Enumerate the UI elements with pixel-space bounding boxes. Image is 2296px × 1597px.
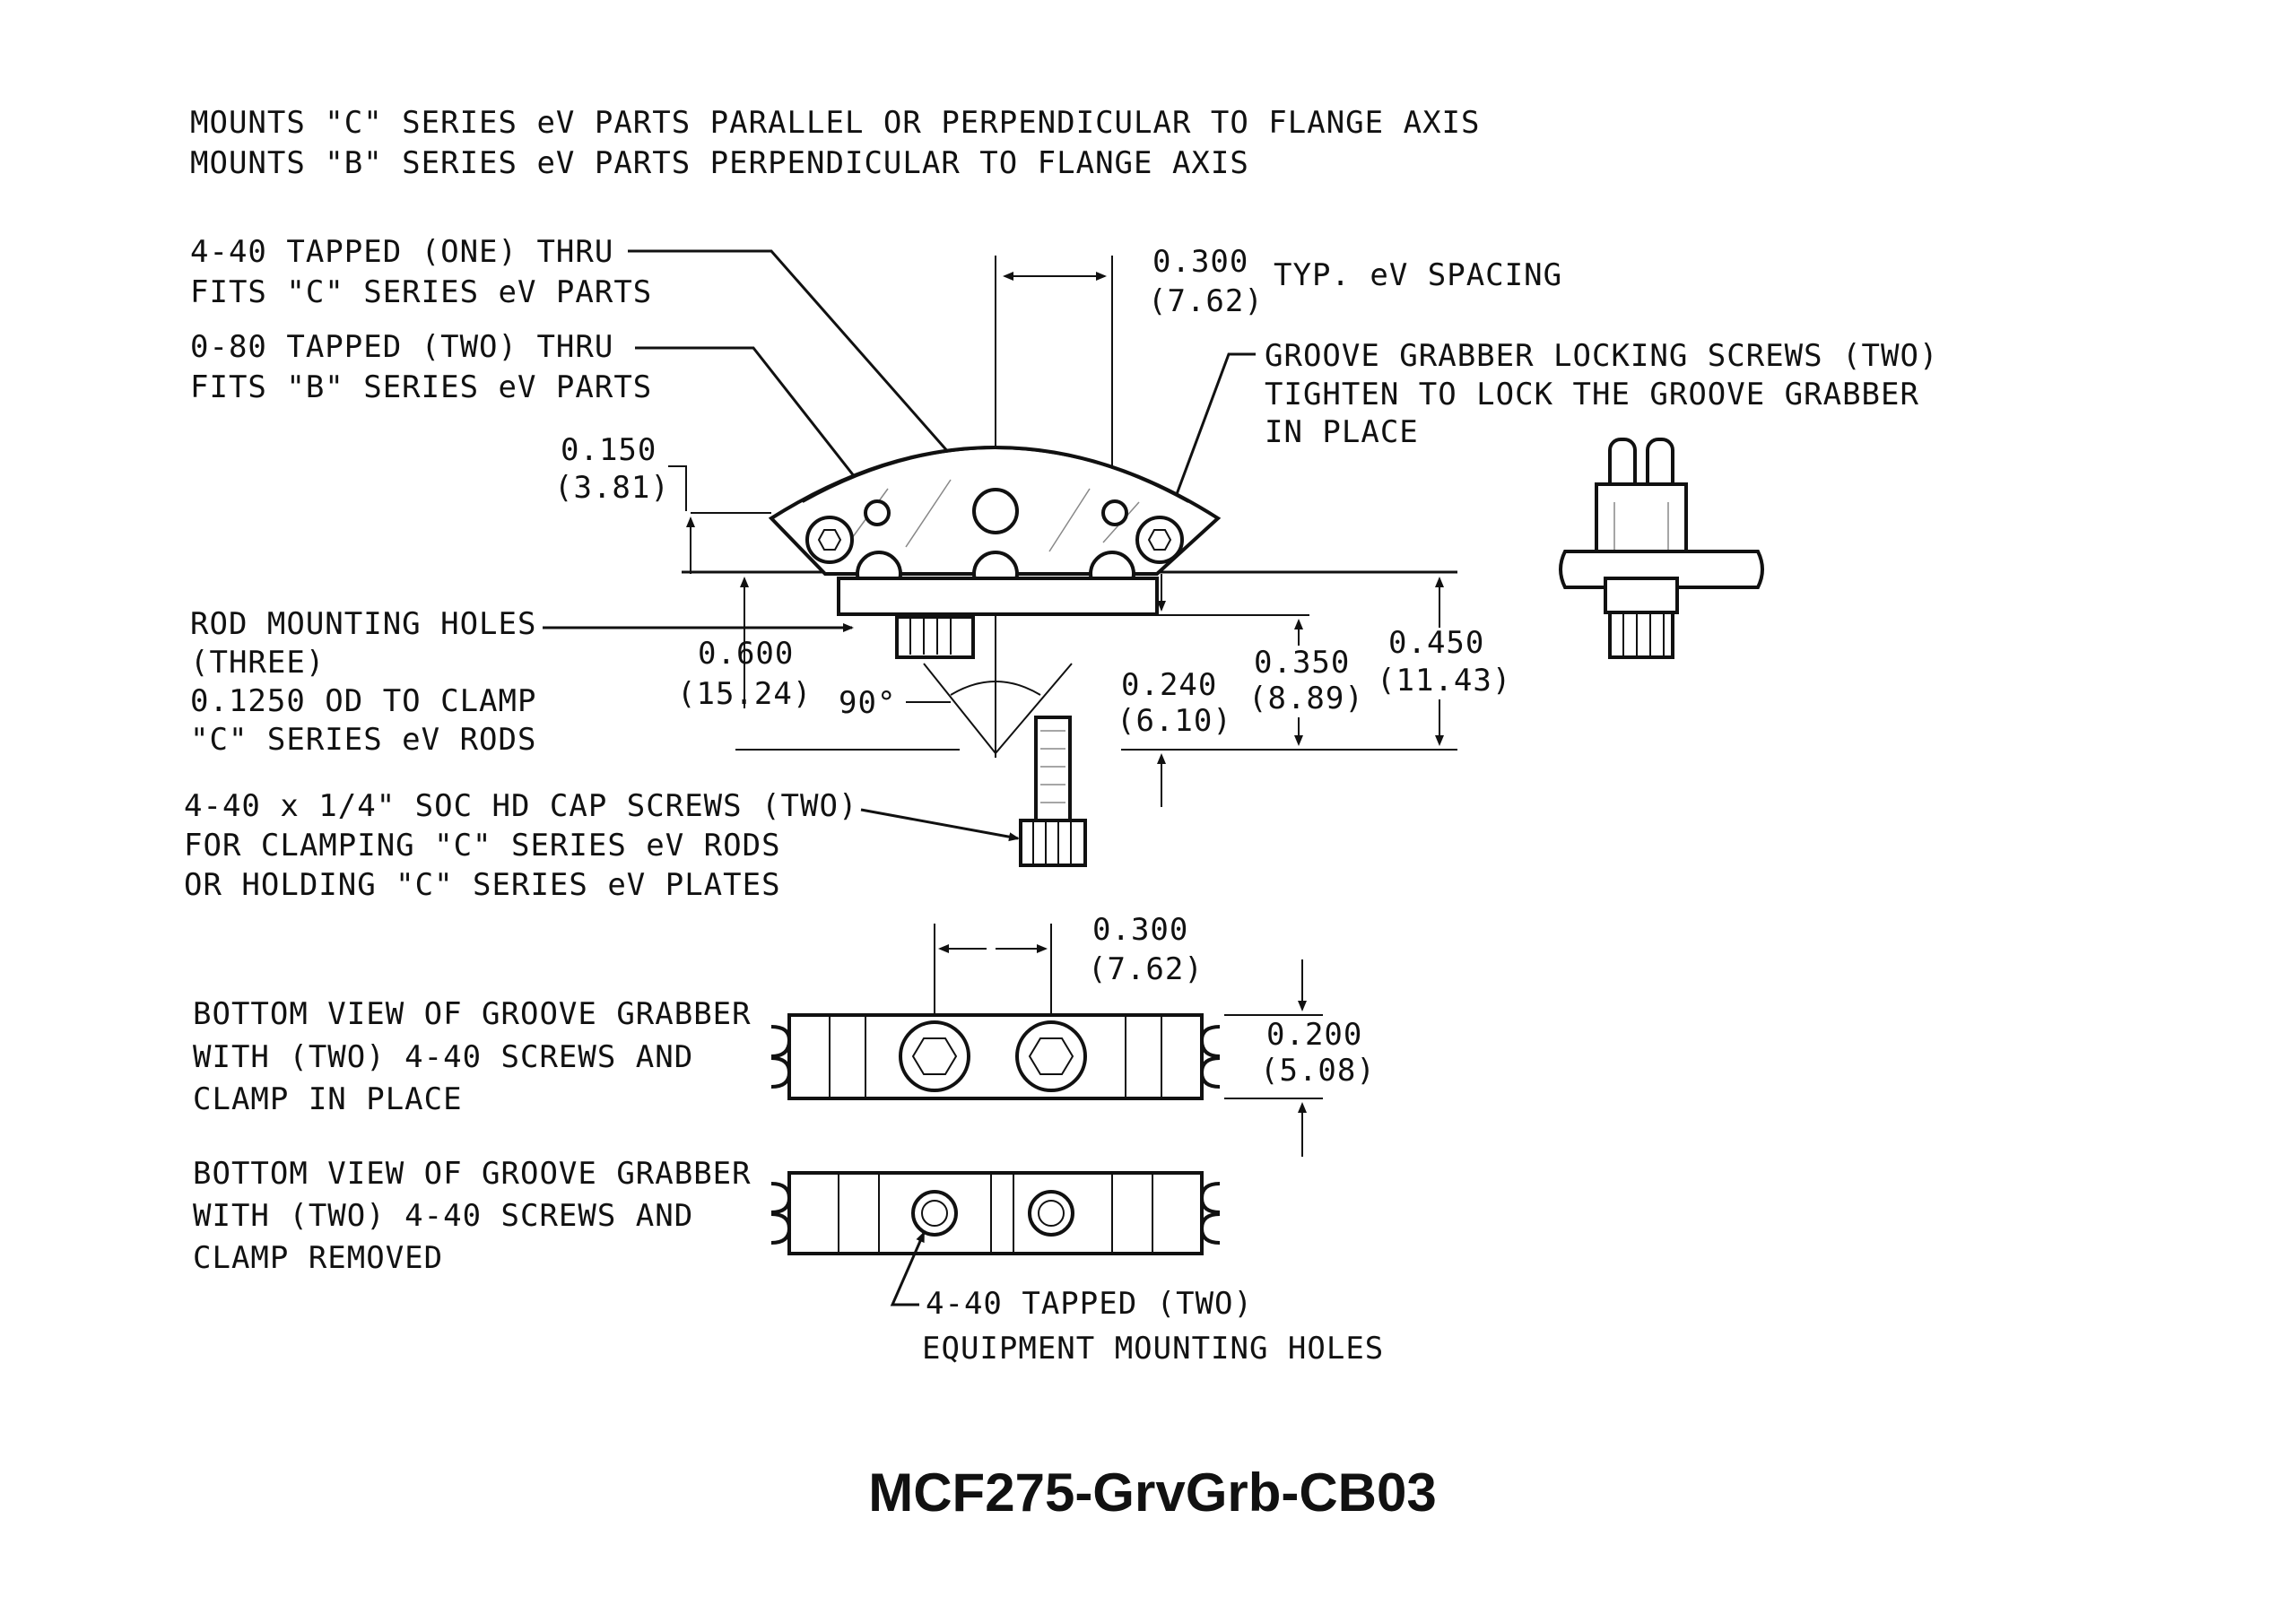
hole-080-right bbox=[1101, 499, 1128, 526]
hole-080-left bbox=[864, 499, 891, 526]
locking-label-3: IN PLACE bbox=[1265, 414, 1419, 450]
tapped-440-fits-label: FITS "C" SERIES eV PARTS bbox=[190, 274, 652, 310]
d600-in: 0.600 bbox=[698, 636, 794, 672]
bottom2-label-3: CLAMP REMOVED bbox=[193, 1240, 443, 1276]
d450-in: 0.450 bbox=[1388, 625, 1484, 661]
equip-hole-left bbox=[911, 1190, 958, 1237]
spacing-mm: (7.62) bbox=[1148, 283, 1264, 319]
drawing-title: MCF275-GrvGrb-CB03 bbox=[868, 1462, 1437, 1523]
leader-cap bbox=[860, 808, 1020, 842]
leader-locking bbox=[1169, 352, 1256, 513]
equip-hole-right bbox=[1028, 1190, 1074, 1237]
rod-label-1: ROD MOUNTING HOLES bbox=[190, 606, 536, 642]
spacing-in: 0.300 bbox=[1152, 244, 1248, 280]
rod-label-2: (THREE) bbox=[190, 645, 325, 681]
d200-mm: (5.08) bbox=[1260, 1053, 1376, 1089]
bottom2-label-1: BOTTOM VIEW OF GROOVE GRABBER bbox=[193, 1156, 752, 1192]
rod-label-3: 0.1250 OD TO CLAMP bbox=[190, 683, 536, 719]
groove-grabber-front-view bbox=[768, 446, 1222, 659]
bottom1-label-1: BOTTOM VIEW OF GROOVE GRABBER bbox=[193, 996, 752, 1032]
bottom-view-clamp-removed bbox=[770, 1171, 1221, 1255]
groove-grabber-side-view bbox=[1559, 438, 1764, 659]
bottom1-label-3: CLAMP IN PLACE bbox=[193, 1081, 463, 1117]
equip-label-1: 4-40 TAPPED (TWO) bbox=[926, 1286, 1253, 1322]
clamp-plate bbox=[837, 577, 1159, 616]
d450-mm: (11.43) bbox=[1377, 663, 1511, 699]
bottom2-label-2: WITH (TWO) 4-40 SCREWS AND bbox=[193, 1198, 693, 1234]
d240-mm: (6.10) bbox=[1117, 703, 1232, 739]
tapped-440-label: 4-40 TAPPED (ONE) THRU bbox=[190, 234, 613, 270]
angle-label: 90° bbox=[839, 685, 896, 721]
bottom-screw-left bbox=[899, 1020, 970, 1092]
hole-440-center bbox=[972, 488, 1019, 534]
cap-label-3: OR HOLDING "C" SERIES eV PLATES bbox=[184, 867, 781, 903]
leader-equip bbox=[890, 1231, 926, 1306]
locking-label-2: TIGHTEN TO LOCK THE GROOVE GRABBER bbox=[1265, 377, 1919, 412]
d150-mm: (3.81) bbox=[554, 470, 670, 506]
locking-screw-left bbox=[805, 516, 854, 564]
cap-label-1: 4-40 x 1/4" SOC HD CAP SCREWS (TWO) bbox=[184, 788, 857, 824]
leader-080 bbox=[635, 346, 876, 504]
equip-label-2: EQUIPMENT MOUNTING HOLES bbox=[922, 1331, 1384, 1367]
d150-in: 0.150 bbox=[561, 432, 657, 468]
d350-in: 0.350 bbox=[1254, 645, 1350, 681]
d350-mm: (8.89) bbox=[1248, 681, 1364, 716]
locking-screw-right bbox=[1135, 516, 1184, 564]
cap-screw bbox=[1019, 716, 1087, 867]
d240-in: 0.240 bbox=[1121, 667, 1217, 703]
note-line-1: MOUNTS "C" SERIES eV PARTS PARALLEL OR P… bbox=[190, 105, 1480, 141]
locking-label-1: GROOVE GRABBER LOCKING SCREWS (TWO) bbox=[1265, 338, 1938, 374]
rod-label-4: "C" SERIES eV RODS bbox=[190, 722, 536, 758]
d150-bracket bbox=[668, 465, 687, 511]
cap-screw-head-left bbox=[895, 615, 975, 659]
tapped-080-label: 0-80 TAPPED (TWO) THRU bbox=[190, 329, 613, 365]
d200-in: 0.200 bbox=[1266, 1017, 1362, 1053]
note-line-2: MOUNTS "B" SERIES eV PARTS PERPENDICULAR… bbox=[190, 145, 1249, 181]
cap-label-2: FOR CLAMPING "C" SERIES eV RODS bbox=[184, 828, 781, 864]
bottom1-label-2: WITH (TWO) 4-40 SCREWS AND bbox=[193, 1039, 693, 1075]
leader-440 bbox=[628, 249, 970, 477]
bottom-spacing-mm: (7.62) bbox=[1088, 951, 1204, 987]
spacing-note: TYP. eV SPACING bbox=[1274, 257, 1562, 293]
tapped-080-fits-label: FITS "B" SERIES eV PARTS bbox=[190, 369, 652, 405]
bottom-screw-right bbox=[1015, 1020, 1087, 1092]
bottom-view-clamp-in-place bbox=[770, 1013, 1221, 1100]
bottom-spacing-in: 0.300 bbox=[1092, 912, 1188, 948]
